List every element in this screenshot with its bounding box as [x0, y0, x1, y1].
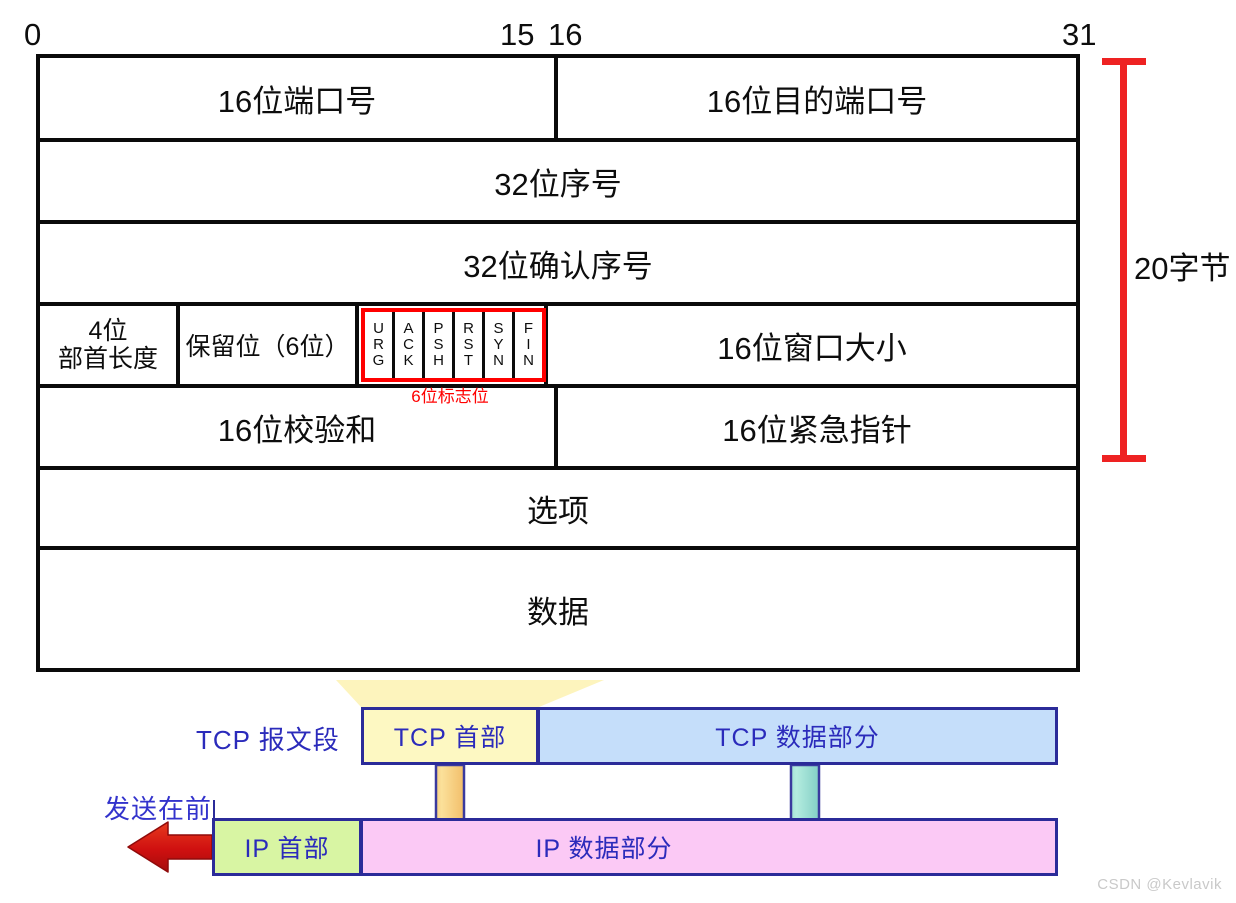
- tcp-data-box: TCP 数据部分: [537, 707, 1058, 765]
- cell-destination-port: 16位目的端口号: [706, 83, 928, 119]
- cell-data: 数据: [527, 594, 589, 630]
- table-row-acknowledgement: 32位确认序号: [40, 224, 1076, 306]
- table-row-data: 数据: [40, 550, 1076, 668]
- ruler-tick-0: 0: [24, 17, 42, 52]
- tcp-header-table: 16位端口号 16位目的端口号 32位序号 32位确认序号 4位 部首长度 保留…: [36, 54, 1080, 672]
- flag-ack-l2: C: [403, 336, 414, 354]
- cell-header-length: 4位 部首长度: [40, 306, 180, 384]
- flag-syn-l1: S: [493, 320, 504, 338]
- bit-ruler: 0 15 16 31: [0, 18, 1236, 52]
- twenty-byte-bracket: [1100, 58, 1148, 462]
- cell-sequence-number: 32位序号: [494, 166, 622, 202]
- bracket-label: 20字节: [1134, 251, 1231, 286]
- cell-checksum: 16位校验和: [40, 388, 558, 466]
- flag-fin-l1: F: [523, 320, 534, 338]
- flag-urg-l2: R: [373, 336, 384, 354]
- flag-rst-l1: R: [463, 320, 474, 338]
- flag-syn-l2: Y: [493, 336, 504, 354]
- flags-box: U R G A C K P S H R S T: [361, 308, 546, 382]
- tcp-header-box: TCP 首部: [361, 707, 539, 765]
- flag-psh: P S H: [425, 312, 455, 378]
- cell-source-port: 16位端口号: [40, 58, 558, 138]
- flag-rst-l3: T: [463, 351, 474, 369]
- ruler-tick-16: 16: [548, 17, 583, 52]
- ip-data-box: IP 数据部分: [360, 818, 1058, 876]
- flag-fin-l3: N: [523, 351, 534, 369]
- flag-psh-l1: P: [433, 320, 444, 338]
- flag-syn: S Y N: [485, 312, 515, 378]
- ruler-tick-31: 31: [1062, 17, 1097, 52]
- flag-ack-l3: K: [403, 351, 414, 369]
- flag-psh-l2: S: [433, 336, 444, 354]
- tcp-segment-label: TCP 报文段: [196, 725, 340, 755]
- flag-urg-l1: U: [373, 320, 384, 338]
- cell-options: 选项: [527, 493, 589, 529]
- send-first-label: 发送在前: [104, 794, 213, 824]
- cell-flags-zone: U R G A C K P S H R S T: [359, 306, 548, 384]
- flag-rst-l2: S: [463, 336, 474, 354]
- header-length-line1: 4位: [88, 317, 128, 345]
- flag-syn-l3: N: [493, 351, 504, 369]
- table-row-ports: 16位端口号 16位目的端口号: [40, 58, 1076, 142]
- flag-ack: A C K: [395, 312, 425, 378]
- cell-reserved-bits: 保留位（6位）: [180, 306, 359, 384]
- ip-data-box-label: IP 数据部分: [535, 835, 673, 863]
- bracket-cap-bottom: [1102, 455, 1146, 462]
- table-row-options: 选项: [40, 470, 1076, 550]
- table-row-sequence: 32位序号: [40, 142, 1076, 224]
- highlight-fan: [336, 680, 604, 707]
- flag-psh-l3: H: [433, 351, 444, 369]
- cell-acknowledgement-number: 32位确认序号: [463, 248, 653, 284]
- flag-urg: U R G: [365, 312, 395, 378]
- ruler-tick-15: 15: [500, 17, 535, 52]
- flag-fin: F I N: [515, 312, 542, 378]
- ip-header-box: IP 首部: [212, 818, 362, 876]
- bracket-spine: [1120, 58, 1127, 462]
- flag-ack-l1: A: [403, 320, 414, 338]
- table-row-checksum: 16位校验和 16位紧急指针: [40, 388, 1076, 470]
- watermark: CSDN @Kevlavik: [1097, 876, 1222, 893]
- table-row-control: 4位 部首长度 保留位（6位） U R G A C K P S H: [40, 306, 1076, 388]
- flag-rst: R S T: [455, 312, 485, 378]
- flag-fin-l2: I: [526, 336, 531, 354]
- cell-window-size: 16位窗口大小: [717, 330, 907, 366]
- cell-urgent-pointer: 16位紧急指针: [722, 412, 912, 448]
- flag-urg-l3: G: [372, 351, 385, 369]
- send-first-arrow: [127, 821, 213, 873]
- flags-caption: 6位标志位: [411, 387, 489, 406]
- header-length-line2: 部首长度: [57, 345, 158, 373]
